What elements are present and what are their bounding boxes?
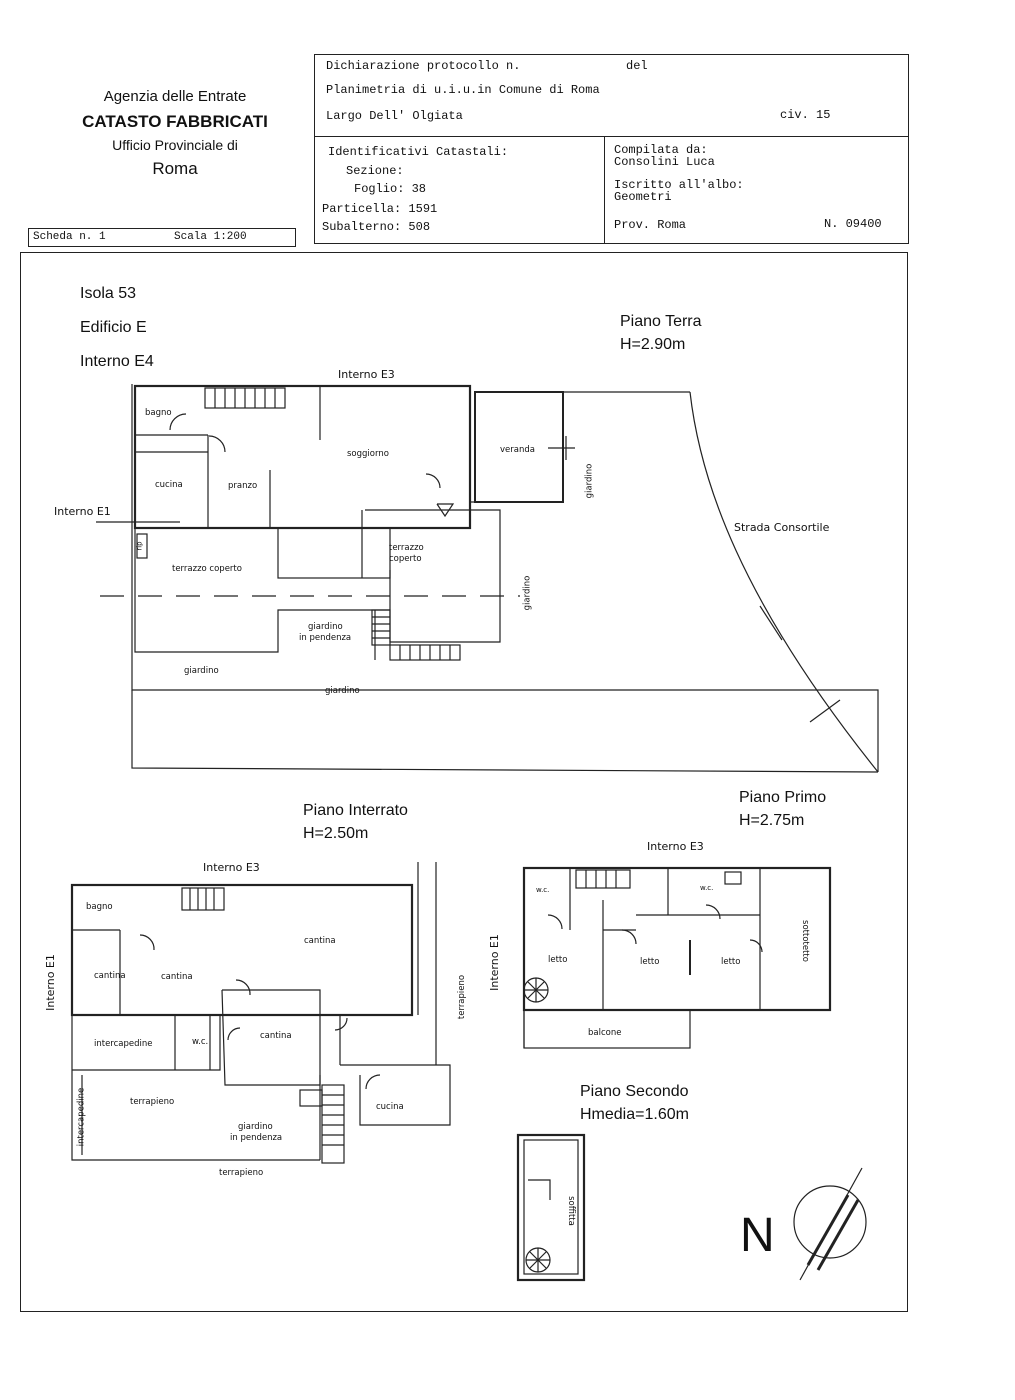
piano-secondo-plan	[516, 1133, 586, 1282]
header-table	[314, 54, 909, 244]
interrato-terrapieno-label: terrapieno	[130, 1097, 175, 1107]
primo-letto-mid-label: letto	[640, 957, 660, 967]
catasto-title: CATASTO FABBRICATI	[82, 112, 268, 131]
interrato-terrapieno-side-label: terrapieno	[457, 974, 468, 1020]
terra-label-interno-e3: Interno E3	[338, 368, 395, 381]
piano-primo-height: H=2.75m	[739, 812, 805, 829]
north-arrow-icon	[793, 1167, 867, 1281]
terra-coperto-label: coperto	[389, 554, 422, 564]
terra-giardino-bottom-label: giardino	[325, 686, 360, 696]
interrato-cantina-main-label: cantina	[304, 936, 336, 946]
del-label: del	[626, 59, 648, 73]
interrato-in-pendenza-label: in pendenza	[230, 1133, 283, 1143]
interrato-intercapedine-side-label: intercapedine	[76, 1087, 87, 1147]
terra-pranzo-label: pranzo	[228, 481, 258, 491]
interrato-cantina-left-label: cantina	[94, 971, 126, 981]
primo-label-interno-e3: Interno E3	[647, 840, 704, 853]
terra-rip-label: rip	[135, 541, 144, 551]
terra-terrazzo-coperto-label: terrazzo coperto	[172, 564, 242, 574]
terra-cucina-label: cucina	[155, 480, 183, 490]
interrato-label-interno-e1: Interno E1	[43, 954, 57, 1011]
header-vertical-divider	[604, 136, 605, 244]
primo-balcone-label: balcone	[588, 1028, 622, 1038]
terra-giardino-label: giardino	[184, 666, 219, 676]
primo-letto-right-label: letto	[721, 957, 741, 967]
interrato-giardino-label: giardino	[238, 1122, 273, 1132]
piano-terra-height: H=2.90m	[620, 336, 686, 353]
albo-label: Geometri	[614, 190, 672, 204]
piano-secondo-height: Hmedia=1.60m	[580, 1106, 689, 1123]
scheda-box	[28, 228, 296, 247]
secondo-soffitta-label: soffitta	[565, 1196, 576, 1226]
piano-terra-plan	[96, 384, 879, 773]
piano-primo-title: Piano Primo	[739, 789, 827, 806]
terra-giardino-mid-label: giardino	[522, 575, 533, 611]
north-label: N	[740, 1209, 775, 1262]
provincia-label: Prov. Roma	[614, 218, 687, 232]
civico-label: civ. 15	[780, 108, 831, 122]
foglio-label: Foglio: 38	[354, 182, 427, 196]
agency-name: Agenzia delle Entrate	[103, 88, 247, 105]
terra-giardino-pendenza-label: giardino	[308, 622, 343, 632]
subalterno-label: Subalterno: 508	[322, 220, 431, 234]
primo-letto-left-label: letto	[548, 955, 568, 965]
terra-veranda-label: veranda	[500, 445, 535, 455]
iscrizione-numero: N. 09400	[824, 217, 882, 231]
plan-frame	[20, 252, 908, 1312]
interrato-label-interno-e3: Interno E3	[203, 861, 260, 874]
strada-consortile-label: Strada Consortile	[734, 521, 830, 534]
compilata-label: Compilata da:	[614, 143, 708, 157]
terra-soggiorno-label: soggiorno	[347, 449, 389, 459]
sezione-label: Sezione:	[346, 164, 404, 178]
particella-label: Particella: 1591	[322, 202, 438, 216]
compilatore-name: Consolini Luca	[614, 155, 715, 169]
interrato-cantina-small-label: cantina	[260, 1031, 292, 1041]
iscritto-label: Iscritto all'albo:	[614, 178, 744, 192]
scheda-label: Scheda n. 1	[33, 231, 106, 243]
interrato-intercapedine-label: intercapedine	[94, 1039, 153, 1049]
primo-sottotetto-label: sottotetto	[799, 920, 810, 962]
interrato-terrapieno-bottom-label: terrapieno	[219, 1168, 264, 1178]
piano-interrato-title: Piano Interrato	[303, 802, 408, 819]
header-divider	[314, 136, 909, 137]
piano-primo-plan	[522, 866, 832, 1049]
ufficio-city: Roma	[152, 159, 198, 178]
interrato-wc-label: w.c.	[192, 1037, 209, 1047]
terra-in-pendenza-label: in pendenza	[299, 633, 352, 643]
terra-label-interno-e1: Interno E1	[54, 505, 111, 518]
address-label: Largo Dell' Olgiata	[326, 109, 463, 123]
terra-terrazzo-label: terrazzo	[389, 543, 424, 553]
identificativi-title: Identificativi Catastali:	[328, 145, 509, 159]
terra-bagno-label: bagno	[145, 408, 172, 418]
piano-terra-title: Piano Terra	[620, 313, 702, 330]
primo-wc-right-label: w.c.	[700, 884, 714, 892]
primo-label-interno-e1: Interno E1	[487, 934, 501, 991]
interrato-cucina-label: cucina	[376, 1102, 404, 1112]
ufficio-label: Ufficio Provinciale di	[112, 137, 238, 153]
piano-secondo-title: Piano Secondo	[580, 1083, 689, 1100]
edificio-label: Edificio E	[80, 319, 147, 336]
terra-giardino-side-label: giardino	[584, 463, 595, 499]
scala-label: Scala 1:200	[174, 231, 247, 243]
primo-wc-left-label: w.c.	[536, 886, 550, 894]
dichiarazione-label: Dichiarazione protocollo n.	[326, 59, 521, 73]
interrato-bagno-label: bagno	[86, 902, 113, 912]
interno-label: Interno E4	[80, 353, 154, 370]
piano-interrato-height: H=2.50m	[303, 825, 369, 842]
planimetria-label: Planimetria di u.i.u.in Comune di Roma	[326, 83, 600, 97]
piano-interrato-plan	[70, 862, 451, 1164]
interrato-cantina-mid-label: cantina	[161, 972, 193, 982]
isola-label: Isola 53	[80, 285, 137, 302]
